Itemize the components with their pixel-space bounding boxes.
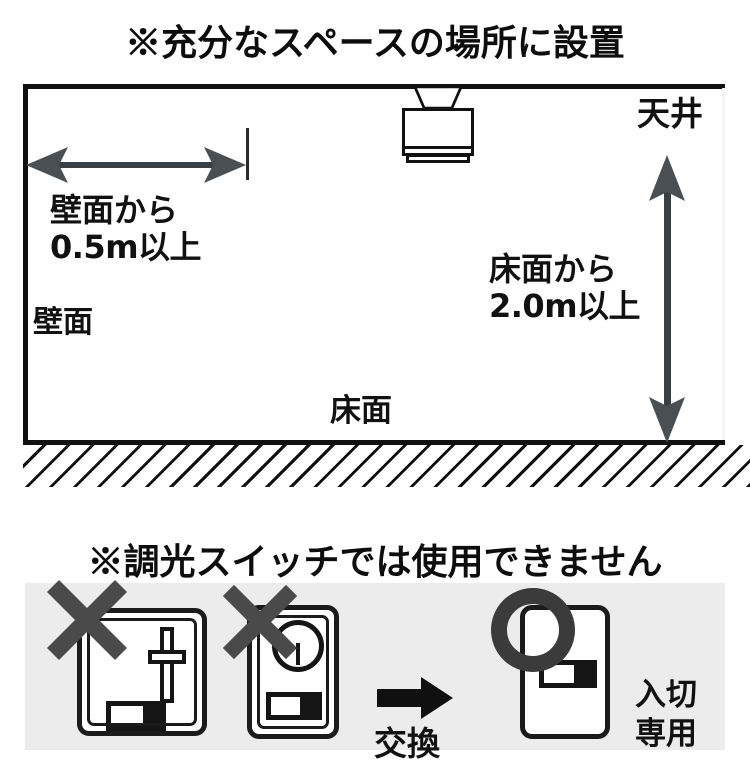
floor-line (23, 440, 725, 445)
floor-label: 床面 (330, 393, 392, 429)
installation-clearance-section: ※充分なスペースの場所に設置 天井 壁面 床面 壁面から 0.5m以上 床面か (23, 22, 750, 487)
room-right-edge (722, 88, 725, 444)
onoff-only-line1: 入切 (635, 677, 697, 713)
rocker-indicator (106, 701, 166, 731)
rocker-segment-left (271, 697, 301, 715)
floor-clearance-label: 床面から 2.0m以上 (489, 250, 641, 325)
wall-clearance-label: 壁面から 0.5m以上 (50, 191, 202, 266)
switch-comparison-panel: 交換 入切 専用 (25, 580, 725, 763)
rocker-indicator (266, 692, 322, 720)
dimmer-switch-warning-section: ※調光スイッチでは使用できません (0, 510, 750, 763)
rocker-segment-left (544, 665, 575, 683)
slider-dimmer-knob (148, 650, 186, 664)
rotary-dimmer-switch-plate (247, 605, 339, 739)
rocker-segment-left (111, 706, 143, 726)
o-mark-icon (491, 588, 575, 672)
onoff-only-label: 入切 専用 (635, 676, 697, 754)
floor-clearance-line2: 2.0m以上 (489, 286, 641, 325)
x-mark-icon (222, 584, 298, 660)
right-arrow-icon (377, 677, 453, 719)
floor-hatching-icon (23, 445, 750, 487)
x-mark-icon (47, 580, 127, 660)
fixture-mount-cone-icon (413, 86, 463, 110)
slider-dimmer-switch-plate (77, 608, 207, 736)
ceiling-label: 天井 (637, 94, 703, 133)
rocker-segment-right (574, 665, 592, 683)
slider-dimmer-track (160, 627, 174, 703)
ceiling-light-fixture-icon (398, 86, 478, 164)
wall-clearance-line1: 壁面から (50, 191, 179, 229)
bottom-section-title: ※調光スイッチでは使用できません (87, 541, 663, 583)
floor-clearance-line1: 床面から (489, 250, 618, 288)
fixture-band-lower (406, 154, 470, 163)
replace-label: 交換 (374, 724, 440, 763)
room-outline (23, 84, 725, 444)
fixture-body (402, 108, 474, 152)
rocker-segment-right (142, 706, 161, 726)
double-headed-vertical-arrow-icon (649, 155, 685, 443)
rocker-segment-right (300, 697, 317, 715)
double-headed-horizontal-arrow-icon (26, 147, 246, 183)
onoff-only-line2: 専用 (635, 715, 697, 752)
measurement-tick-mark (246, 128, 249, 180)
wall-clearance-line2: 0.5m以上 (50, 227, 202, 266)
wall-label: 壁面 (33, 305, 93, 340)
top-section-title: ※充分なスペースの場所に設置 (125, 22, 625, 64)
